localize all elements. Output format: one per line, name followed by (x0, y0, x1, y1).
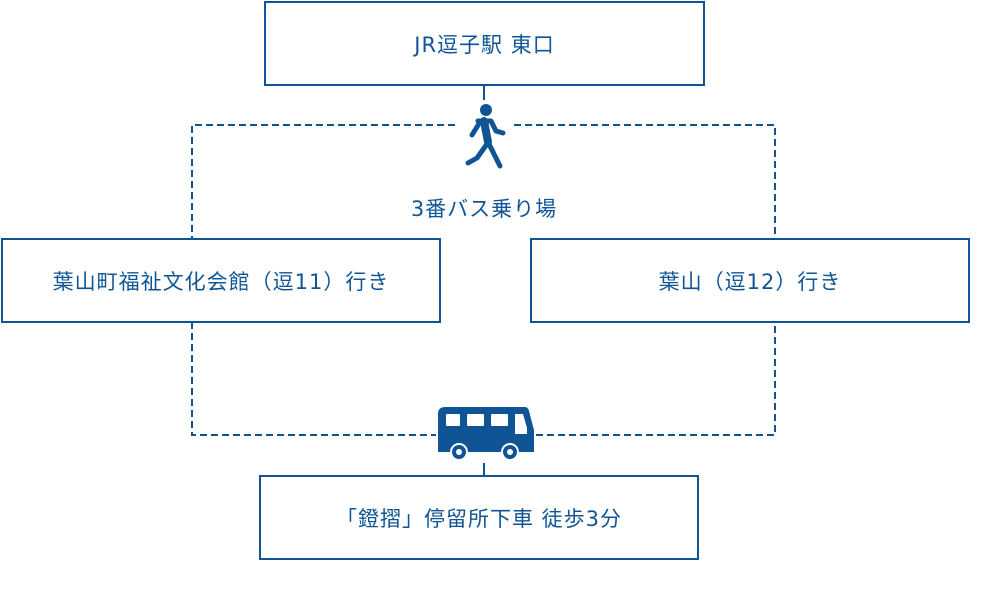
walking-person-icon (465, 104, 506, 169)
start-station-box: JR逗子駅 東口 (264, 1, 705, 86)
bus-icon (438, 407, 534, 461)
route-box-zushi12: 葉山（逗12）行き (530, 238, 970, 323)
route-label: 葉山（逗12）行き (658, 269, 842, 294)
destination-box: 「鐙摺」停留所下車 徒歩3分 (259, 475, 699, 560)
destination-label: 「鐙摺」停留所下車 徒歩3分 (335, 506, 623, 531)
route-box-zushi11: 葉山町福祉文化会館（逗11）行き (1, 238, 441, 323)
start-station-label: JR逗子駅 東口 (414, 32, 555, 57)
bus-stop-label: 3番バス乗り場 (410, 197, 558, 221)
route-label: 葉山町福祉文化会館（逗11）行き (52, 269, 390, 294)
